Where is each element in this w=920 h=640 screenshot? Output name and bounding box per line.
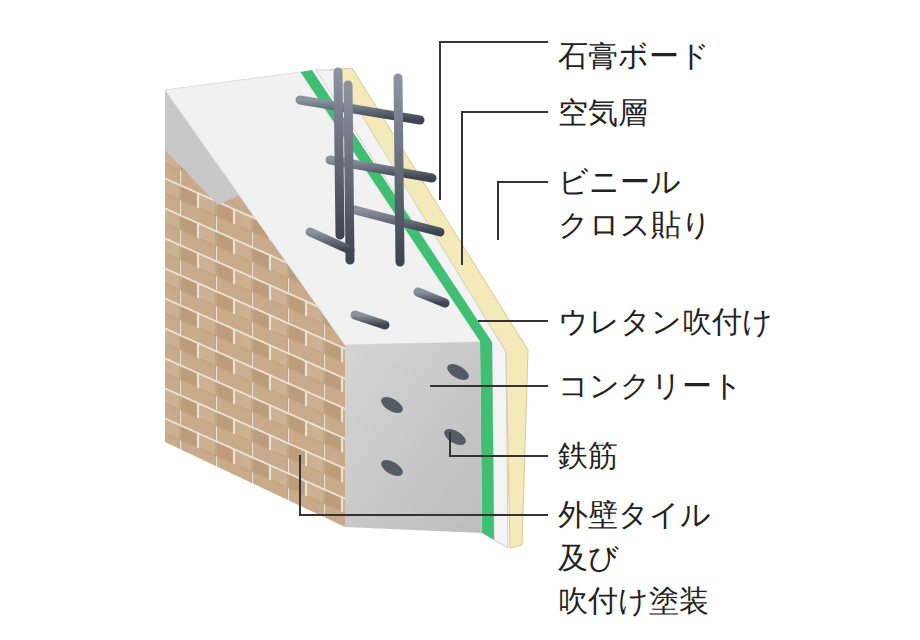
part-label: 空気層 (558, 91, 648, 134)
part-label: 石膏ボード (558, 34, 710, 77)
part-label: ウレタン吹付け (558, 300, 773, 343)
part-label: 鉄筋 (558, 434, 618, 477)
part-label: 外壁タイル 及び 吹付け塗装 (558, 493, 720, 622)
part-label: コンクリート (558, 364, 743, 407)
part-label: ビニール クロス貼り (558, 160, 720, 246)
